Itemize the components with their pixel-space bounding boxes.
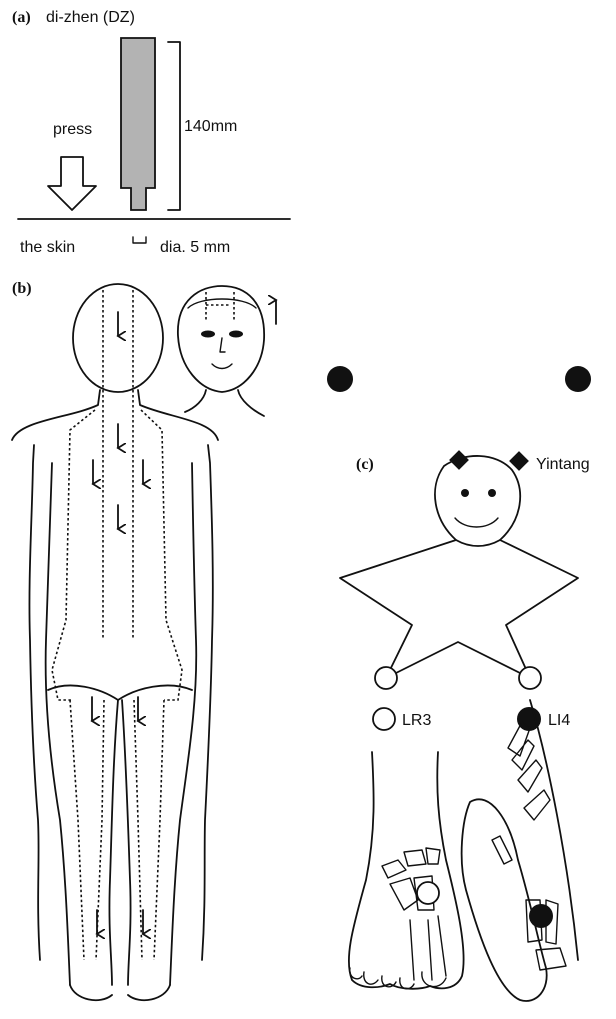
legend-yintang-icon bbox=[509, 451, 529, 471]
yintang-marker-icon bbox=[449, 450, 469, 470]
star-head bbox=[435, 456, 520, 546]
face-front-view bbox=[178, 286, 276, 416]
route-right-leg bbox=[134, 700, 164, 960]
direction-arrows bbox=[92, 312, 143, 934]
dotted-routes bbox=[52, 290, 182, 960]
buttocks bbox=[48, 685, 192, 700]
legend-yintang-label: Yintang bbox=[536, 456, 590, 473]
left-arm bbox=[29, 445, 40, 960]
face-outline bbox=[178, 286, 264, 392]
torso-right bbox=[170, 463, 196, 985]
panel-b: (b) bbox=[12, 280, 276, 1000]
star-body-outline bbox=[340, 540, 578, 678]
right-eye-icon bbox=[229, 331, 243, 338]
route-left-back bbox=[52, 410, 95, 700]
li4-hand-point-icon bbox=[529, 904, 553, 928]
face-neck bbox=[185, 390, 264, 416]
diameter-bracket-icon bbox=[133, 237, 146, 243]
star-figure bbox=[340, 456, 578, 678]
diameter-label: dia. 5 mm bbox=[160, 239, 230, 256]
panel-c: (c) Yintang LR3 LI4 bbox=[327, 366, 591, 1001]
hand-outline bbox=[462, 700, 578, 1001]
star-right-eye-icon bbox=[488, 489, 496, 497]
face-route bbox=[206, 292, 234, 322]
legend-li4-label: LI4 bbox=[548, 712, 570, 729]
body-back-view bbox=[12, 284, 218, 1000]
nose-icon bbox=[220, 338, 225, 352]
left-eye-icon bbox=[201, 331, 215, 338]
lr3-marker-left-icon bbox=[375, 667, 397, 689]
mouth-icon bbox=[212, 364, 232, 369]
hand-illustration bbox=[462, 700, 578, 1001]
length-bracket bbox=[168, 42, 180, 210]
length-label: 140mm bbox=[184, 118, 237, 135]
panel-a-label: (a) bbox=[12, 9, 31, 26]
torso-left bbox=[46, 463, 70, 985]
tool-name: di-zhen (DZ) bbox=[46, 9, 135, 26]
li4-marker-left-icon bbox=[327, 366, 353, 392]
panel-b-label: (b) bbox=[12, 280, 32, 297]
legend-lr3-label: LR3 bbox=[402, 712, 431, 729]
press-arrow-icon bbox=[48, 157, 96, 210]
legend-lr3-icon bbox=[373, 708, 395, 730]
right-arm bbox=[202, 445, 213, 960]
press-label: press bbox=[53, 121, 92, 138]
route-right-back bbox=[141, 410, 182, 700]
lr3-marker-right-icon bbox=[519, 667, 541, 689]
route-left-leg bbox=[70, 700, 104, 960]
skin-label: the skin bbox=[20, 239, 75, 256]
head-outline bbox=[73, 284, 163, 392]
route-head-center bbox=[103, 290, 133, 640]
di-zhen-tool bbox=[121, 38, 155, 210]
star-smile-icon bbox=[455, 518, 498, 527]
inner-legs bbox=[109, 700, 130, 985]
foot-bones bbox=[382, 848, 446, 980]
face-hairline bbox=[188, 299, 256, 308]
neck-and-shoulders bbox=[12, 390, 218, 440]
hand-bones bbox=[492, 722, 566, 970]
lr3-foot-point-icon bbox=[417, 882, 439, 904]
panel-a: (a) di-zhen (DZ) 140mm press the skin di… bbox=[12, 9, 290, 256]
star-left-eye-icon bbox=[461, 489, 469, 497]
li4-marker-right-icon bbox=[565, 366, 591, 392]
feet bbox=[70, 985, 170, 1000]
panel-c-label: (c) bbox=[356, 456, 374, 473]
foot-illustration bbox=[349, 752, 464, 989]
